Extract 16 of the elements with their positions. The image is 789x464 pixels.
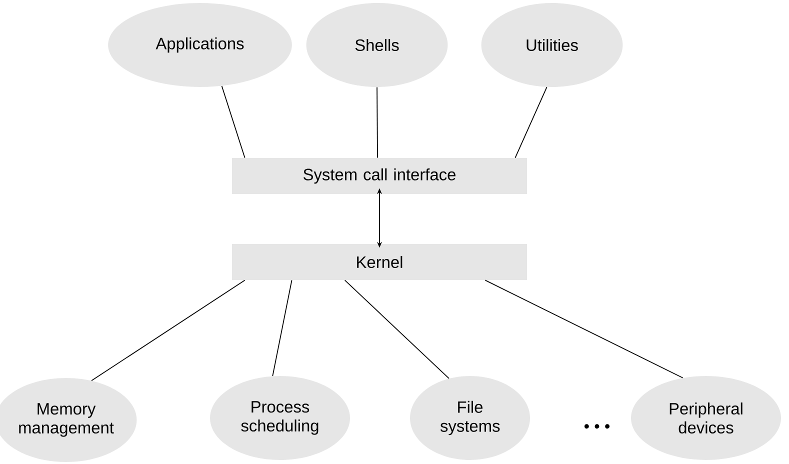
connector-line xyxy=(91,280,246,382)
interface-box: System call interface xyxy=(232,158,527,194)
kernel-box: Kernel xyxy=(232,244,527,280)
ellipse-node: Process scheduling xyxy=(210,376,350,460)
connector-line xyxy=(514,86,548,158)
ellipse-node: Peripheral devices xyxy=(631,376,781,460)
ellipse-node: Shells xyxy=(306,3,448,87)
ellipse-node: Applications xyxy=(108,3,292,87)
ellipse-node: Utilities xyxy=(481,3,623,87)
connector-line xyxy=(484,280,684,378)
connector-line xyxy=(221,86,246,158)
connector-line xyxy=(376,86,378,158)
connector-line xyxy=(344,280,450,379)
connector-line xyxy=(272,280,292,376)
ellipse-node: File systems xyxy=(410,376,530,460)
ellipsis-dots: • • • xyxy=(584,424,610,429)
